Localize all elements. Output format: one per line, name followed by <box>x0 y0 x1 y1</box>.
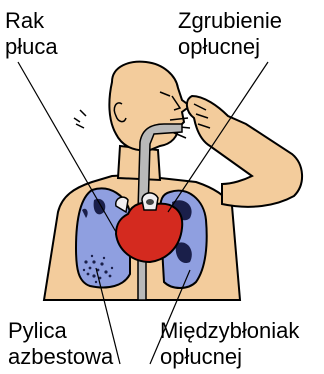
label-lung-cancer: Rak płuca <box>5 8 58 60</box>
heart-vessel-opening <box>146 199 154 205</box>
label-line: Pylica <box>8 318 113 344</box>
label-mesothelioma: Międzybłoniak opłucnej <box>160 318 299 370</box>
label-line: opłucnej <box>178 34 282 60</box>
label-line: Międzybłoniak <box>160 318 299 344</box>
label-line: azbestowa <box>8 344 113 370</box>
motion-lines <box>74 110 86 128</box>
label-line: Zgrubienie <box>178 8 282 34</box>
label-line: opłucnej <box>160 344 299 370</box>
label-line: płuca <box>5 34 58 60</box>
label-asbestosis: Pylica azbestowa <box>8 318 113 370</box>
label-line: Rak <box>5 8 58 34</box>
label-pleural-thickening: Zgrubienie opłucnej <box>178 8 282 60</box>
